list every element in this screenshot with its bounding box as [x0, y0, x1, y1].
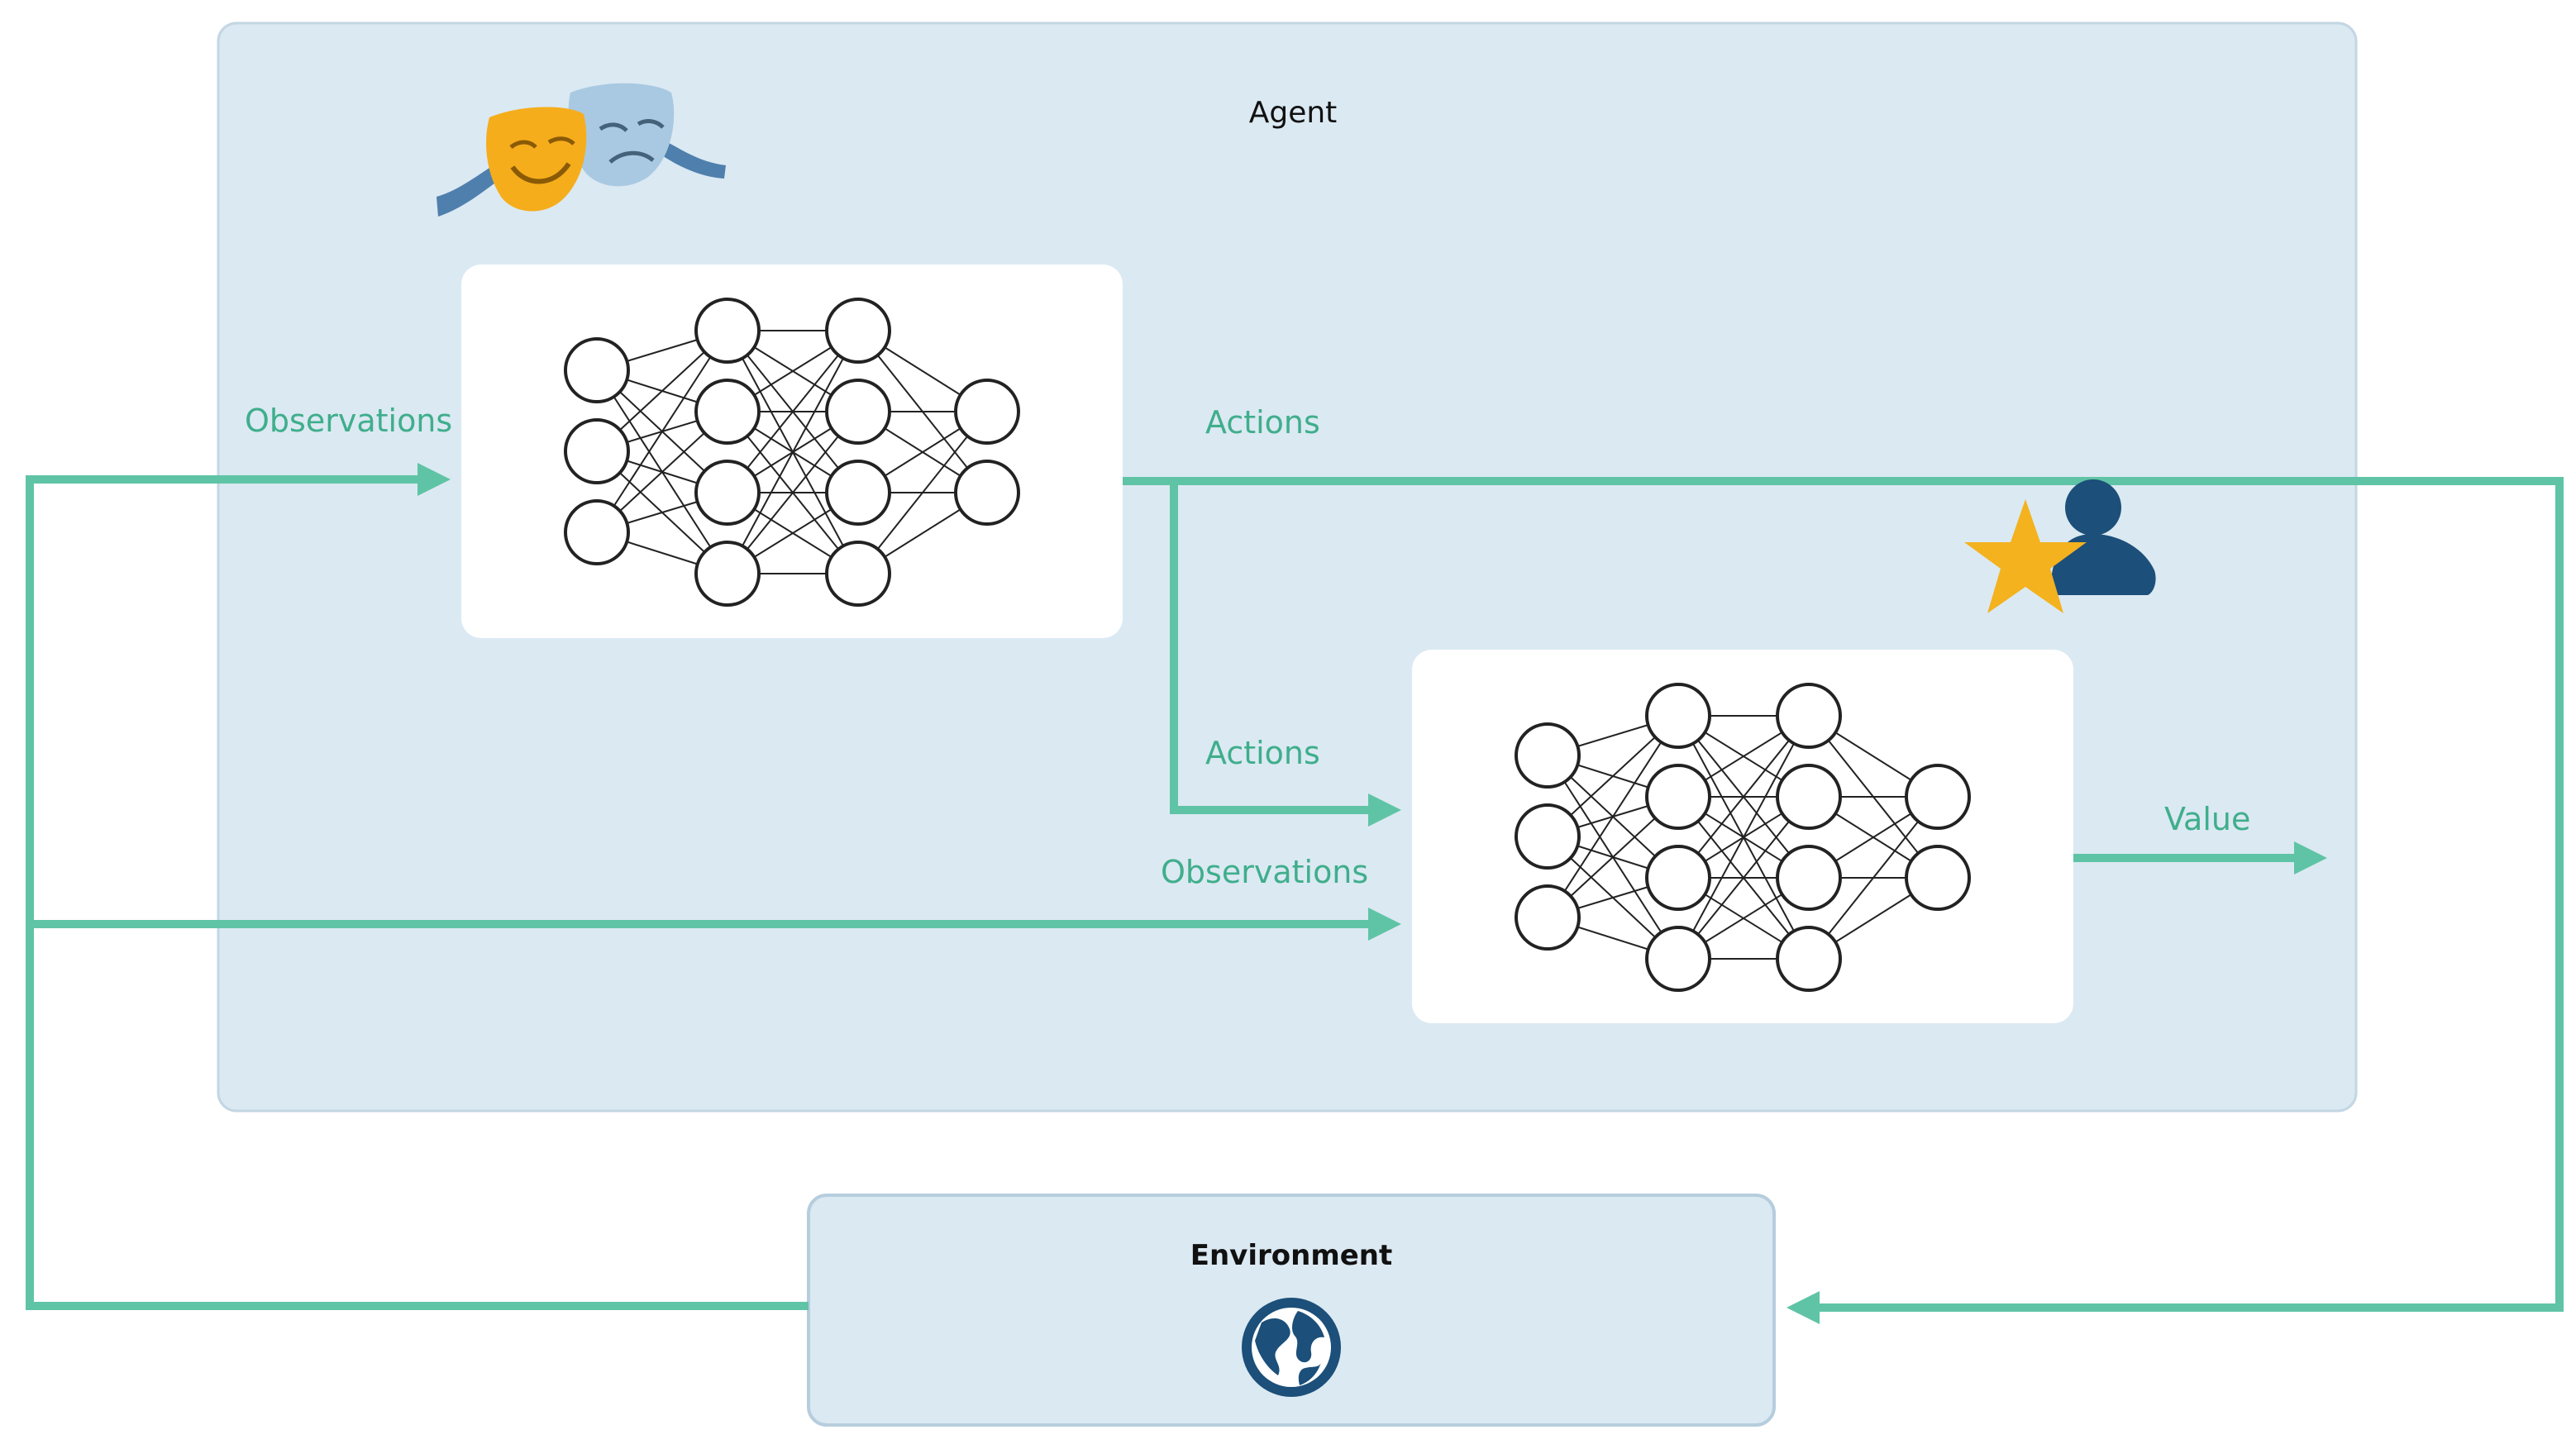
network-node	[1776, 845, 1842, 911]
critic-actions-arrow	[1170, 481, 1401, 827]
network-edge	[1677, 715, 1810, 960]
network-node	[1515, 803, 1581, 870]
network-node	[564, 499, 630, 565]
network-node	[1776, 764, 1842, 830]
critic-output-label: Value	[2164, 801, 2250, 837]
network-node	[694, 460, 761, 526]
network-node	[954, 460, 1020, 526]
network-node	[825, 298, 891, 364]
network-node	[694, 379, 761, 445]
observations-loop-arrow	[26, 463, 809, 1310]
network-node	[1515, 884, 1581, 951]
network-node	[825, 460, 891, 526]
network-node	[1645, 683, 1711, 749]
critic-star-person-icon	[1964, 479, 2156, 613]
network-edge	[727, 330, 859, 493]
actions-loop-arrow	[1123, 477, 2564, 1324]
network-node	[564, 418, 630, 484]
critic-observations-label: Observations	[1161, 854, 1368, 890]
network-node	[1645, 845, 1711, 911]
network-node	[825, 379, 891, 445]
environment-title: Environment	[1190, 1239, 1393, 1272]
network-edge	[596, 330, 728, 533]
network-node	[1905, 764, 1971, 830]
critic-neural-network	[1515, 683, 1971, 992]
actor-output-label: Actions	[1205, 404, 1320, 441]
network-node	[694, 298, 761, 364]
network-node	[1776, 926, 1842, 992]
network-edge	[1677, 715, 1810, 879]
globe-icon	[1242, 1298, 1341, 1397]
network-node	[1645, 926, 1711, 992]
network-edge	[857, 411, 988, 574]
network-node	[1905, 845, 1971, 911]
network-node	[1515, 722, 1581, 789]
network-edge	[1547, 715, 1679, 918]
network-node	[1645, 764, 1711, 830]
actor-neural-network	[564, 298, 1020, 607]
network-edge	[1677, 796, 1810, 960]
network-node	[564, 337, 630, 403]
network-node	[954, 379, 1020, 445]
network-edge	[1808, 796, 1939, 960]
actor-input-label: Observations	[245, 403, 452, 439]
network-node	[825, 541, 891, 607]
network-edge	[727, 330, 859, 574]
network-node	[1776, 683, 1842, 749]
theater-masks-icon	[436, 83, 726, 217]
critic-actions-label: Actions	[1205, 735, 1320, 771]
network-node	[694, 541, 761, 607]
network-edge	[727, 411, 859, 574]
agent-title: Agent	[1249, 96, 1338, 130]
